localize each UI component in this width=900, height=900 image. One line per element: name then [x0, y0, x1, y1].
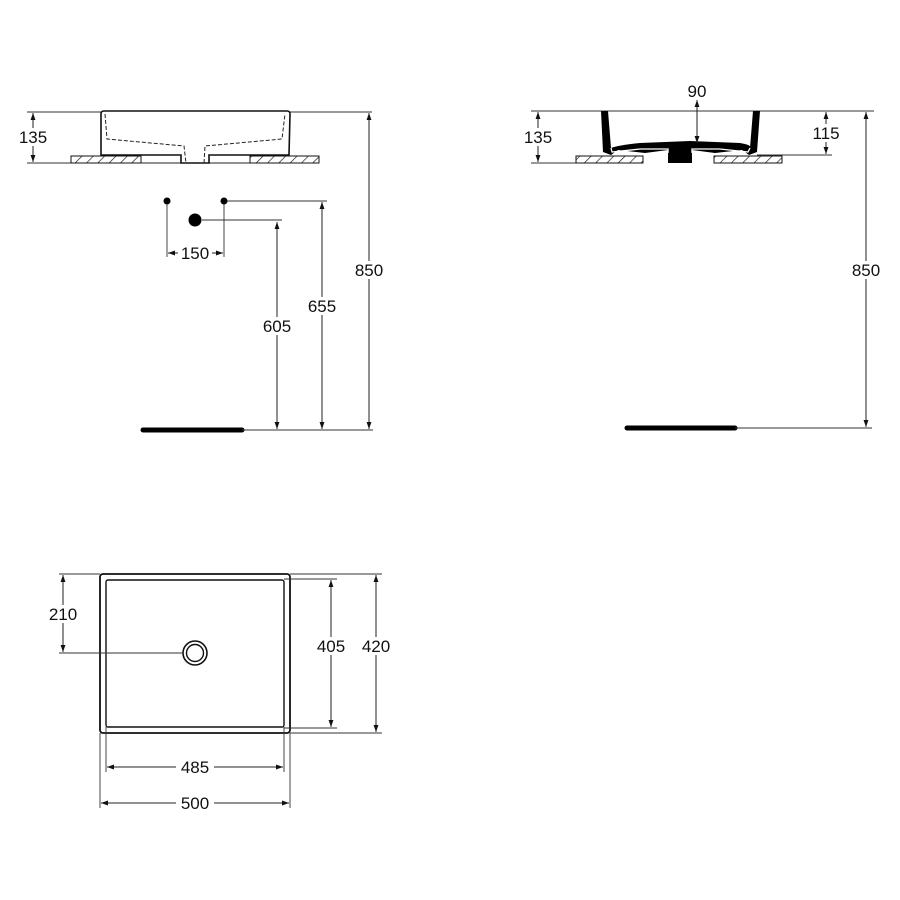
front-elevation-view: 135 150 605 655 850: [16, 110, 387, 433]
basin-front-outline: [100, 110, 291, 164]
dim-waste-offset: 210: [49, 605, 77, 624]
dim-front-total-height: 850: [355, 261, 383, 280]
dim-bowl-depth: 90: [688, 82, 707, 101]
countertop-left: [70, 155, 142, 164]
tap-hole-left: [163, 197, 171, 205]
dim-inner-height: 115: [812, 124, 839, 143]
dim-outer-width: 500: [181, 794, 209, 813]
countertop-right: [713, 155, 783, 164]
side-section-view: 135 90 115 850: [520, 82, 884, 431]
plan-view: 210 405 420 485 500: [45, 573, 394, 813]
dim-tap-spacing: 150: [181, 244, 209, 263]
tap-hole-right: [220, 197, 228, 205]
basin-section-wall: [601, 111, 760, 163]
dim-tap-height: 655: [308, 297, 336, 316]
dim-side-total-height: 850: [852, 261, 880, 280]
waste-outlet: [188, 213, 202, 227]
basin-inner-rim: [105, 579, 285, 728]
countertop-right: [249, 155, 320, 164]
basin-inner-hidden-line: [104, 113, 286, 164]
dim-inner-width: 485: [181, 758, 209, 777]
dim-waste-height: 605: [263, 317, 291, 336]
dim-front-basin-height: 135: [19, 128, 47, 147]
dim-side-basin-height: 135: [524, 128, 552, 147]
countertop-left: [575, 155, 644, 164]
dim-inner-depth: 405: [317, 637, 345, 656]
basin-outer-rim: [99, 573, 291, 734]
dim-outer-depth: 420: [362, 637, 390, 656]
